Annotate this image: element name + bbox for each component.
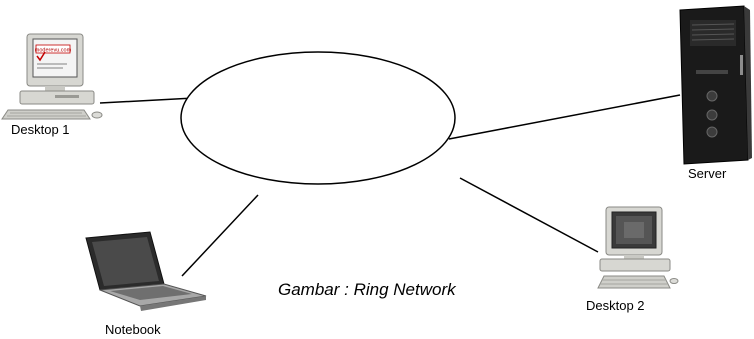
link-desktop1-ring [99, 97, 195, 104]
server-icon [679, 5, 752, 165]
link-notebook-ring [181, 194, 259, 277]
desktop1-label: Desktop 1 [11, 122, 70, 137]
ring [180, 51, 456, 185]
desktop1-screen-text: moderevu.com [35, 48, 72, 54]
notebook-icon [85, 231, 207, 311]
desktop2-computer-icon [597, 206, 679, 289]
desktop2-label: Desktop 2 [586, 298, 645, 313]
link-desktop2-ring [459, 177, 599, 253]
link-server-ring [448, 94, 681, 140]
desktop1-computer-icon: moderevu.com [1, 33, 103, 120]
server-label: Server [688, 166, 727, 181]
diagram-caption: Gambar : Ring Network [278, 280, 456, 299]
notebook-label: Notebook [105, 322, 161, 337]
